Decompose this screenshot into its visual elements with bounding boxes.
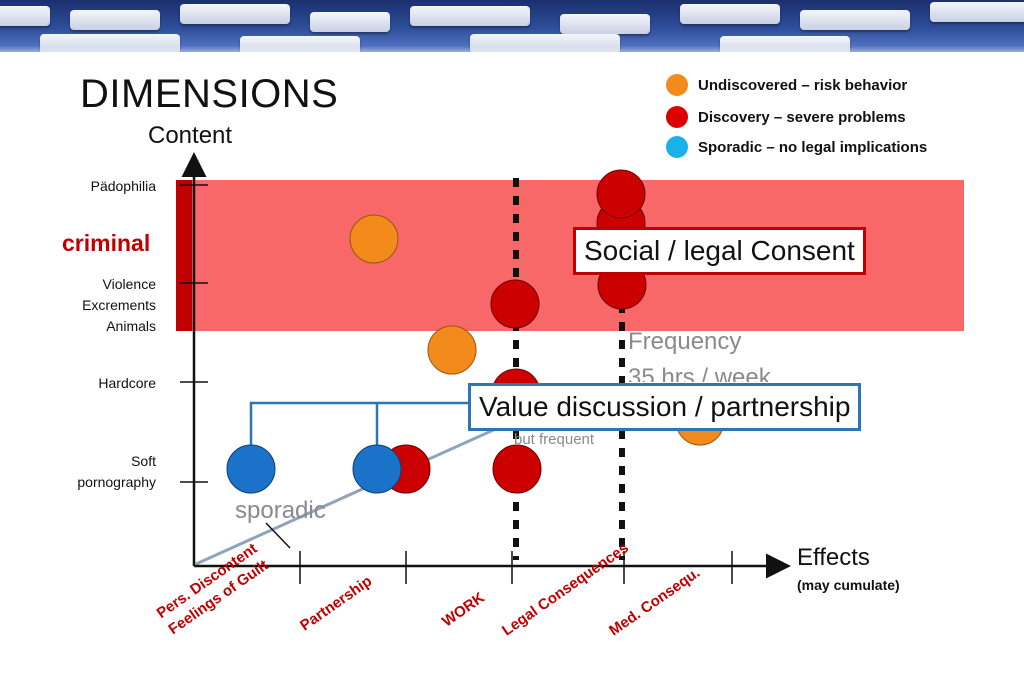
banner-fade	[0, 46, 1024, 62]
blue-circle	[352, 444, 402, 494]
red-dot-icon	[666, 106, 688, 128]
blue-circle	[226, 444, 276, 494]
value-discussion-box: Value discussion / partnership	[468, 383, 862, 431]
slide-title: DIMENSIONS	[80, 72, 339, 116]
but-frequent-label: but frequent	[514, 431, 595, 448]
legend-label: Sporadic – no legal implications	[698, 138, 928, 156]
legend-item-discovery: Discovery – severe problems	[666, 105, 906, 129]
orange-dot-icon	[666, 74, 688, 96]
blue-dot-icon	[666, 136, 688, 158]
y-axis-title: Content	[148, 122, 233, 149]
y-tick-paedophilia: Pädophilia	[90, 178, 156, 194]
y-tick-soft-pornography: Soft pornography	[77, 453, 156, 490]
social-legal-consent-box: Social / legal Consent	[573, 227, 866, 275]
legend-item-sporadic: Sporadic – no legal implications	[666, 135, 927, 159]
orange-circle	[349, 214, 399, 264]
x-axis-subtitle: (may cumulate)	[797, 577, 900, 593]
red-circle	[492, 444, 542, 494]
y-tick-hardcore: Hardcore	[98, 375, 156, 391]
criminal-label: criminal	[62, 230, 151, 256]
x-axis-title: Effects	[797, 544, 870, 571]
orange-circle	[427, 325, 477, 375]
sporadic-label: sporadic	[235, 497, 326, 524]
legend-label: Discovery – severe problems	[698, 108, 906, 126]
red-circle	[490, 279, 540, 329]
frequency-label: Frequency	[628, 328, 742, 355]
y-tick-violence: Violence Excrements Animals	[82, 276, 156, 334]
frequency-hours-label: 35 hrs / week	[628, 364, 771, 382]
legend-label: Undiscovered – risk behavior	[698, 76, 908, 94]
criminal-zone-marker	[176, 180, 192, 331]
bracket-connector	[249, 401, 468, 465]
legend-item-undiscovered: Undiscovered – risk behavior	[666, 73, 907, 97]
sporadic-leader-line	[265, 522, 291, 549]
red-circle	[596, 169, 646, 219]
